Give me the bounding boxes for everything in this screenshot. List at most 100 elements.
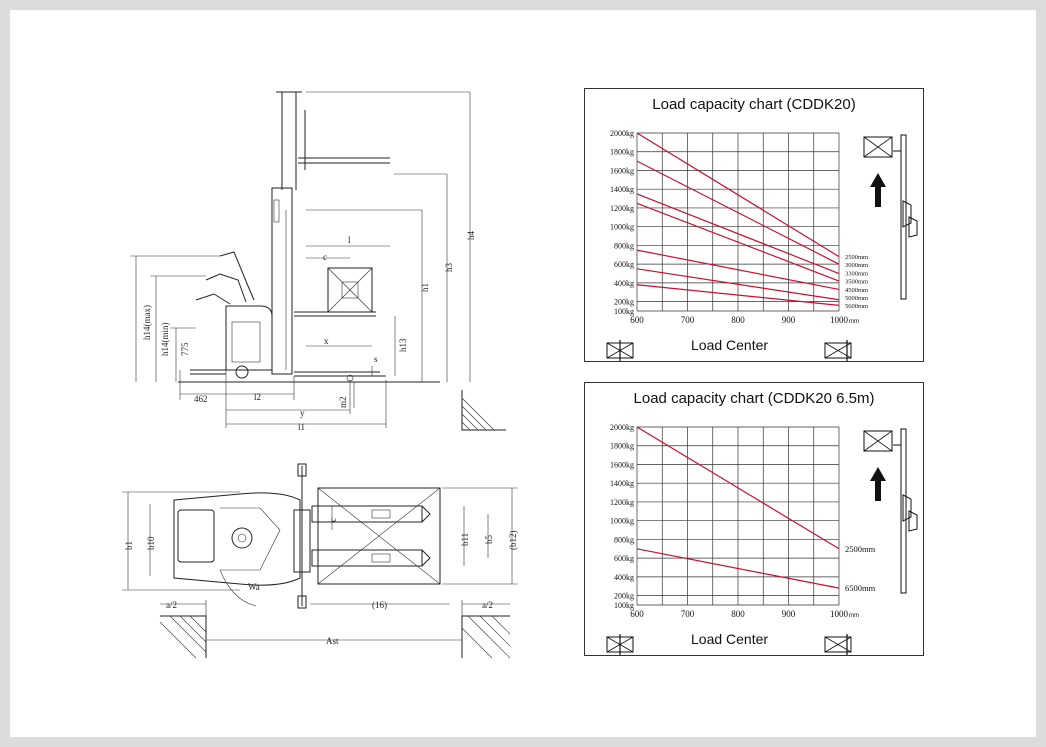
y-tick-label: 1400kg bbox=[610, 479, 634, 488]
x-tick-label: 800 bbox=[731, 609, 745, 619]
dim-l: l bbox=[348, 235, 351, 245]
dim-h1: h1 bbox=[420, 283, 430, 292]
y-tick-label: 600kg bbox=[614, 554, 634, 563]
y-tick-label: 600kg bbox=[614, 260, 634, 269]
box-icon-left bbox=[606, 340, 634, 361]
dim-16: (16) bbox=[372, 600, 387, 610]
x-tick-label: 1000 bbox=[830, 609, 849, 619]
dim-b11: b11 bbox=[460, 533, 470, 546]
chart-1-title: Load capacity chart (CDDK20) bbox=[652, 96, 856, 113]
dim-l2: l2 bbox=[254, 392, 261, 402]
y-tick-label: 800kg bbox=[614, 535, 634, 544]
dim-h3: h3 bbox=[444, 263, 454, 273]
series-line bbox=[636, 132, 840, 258]
y-tick-label: 1200kg bbox=[610, 204, 634, 213]
y-tick-label: 200kg bbox=[614, 592, 634, 601]
y-tick-label: 1200kg bbox=[610, 498, 634, 507]
dim-b1: b1 bbox=[124, 541, 134, 550]
dim-c: c bbox=[323, 252, 327, 262]
series-label: 6500mm bbox=[845, 583, 876, 593]
y-tick-label: 1600kg bbox=[610, 460, 634, 469]
dim-h14max: h14(max) bbox=[142, 305, 152, 340]
dim-b12: (b12) bbox=[508, 531, 518, 551]
box-icon-right bbox=[824, 340, 852, 361]
mast-outer bbox=[271, 187, 293, 375]
dim-x: x bbox=[324, 336, 329, 346]
series-label: 2500mm bbox=[845, 254, 868, 261]
y-tick-label: 1600kg bbox=[610, 166, 634, 175]
x-unit-label: mm bbox=[849, 319, 859, 325]
dim-775: 775 bbox=[180, 342, 190, 356]
box-icon-left bbox=[606, 634, 634, 655]
y-tick-label: 2000kg bbox=[610, 423, 634, 432]
y-tick-label: 1800kg bbox=[610, 442, 634, 451]
dim-m2: m2 bbox=[338, 396, 348, 408]
dim-h14min: h14(min) bbox=[160, 323, 170, 357]
y-tick-label: 100kg bbox=[614, 307, 634, 316]
mast-load-icon bbox=[863, 134, 918, 300]
dim-y: y bbox=[300, 408, 305, 418]
chart-2-title: Load capacity chart (CDDK20 6.5m) bbox=[633, 390, 875, 407]
mast-load-icon bbox=[863, 428, 918, 594]
series-line bbox=[636, 426, 840, 550]
series-label: 5000mm bbox=[845, 295, 868, 302]
y-tick-label: 800kg bbox=[614, 241, 634, 250]
x-unit-label: mm bbox=[849, 613, 859, 619]
y-tick-label: 2000kg bbox=[610, 129, 634, 138]
series-label: 3500mm bbox=[845, 279, 868, 286]
x-tick-label: 700 bbox=[681, 609, 695, 619]
series-line bbox=[636, 193, 840, 275]
series-label: 2500mm bbox=[845, 544, 876, 554]
series-line bbox=[636, 249, 840, 291]
truck-body-top bbox=[173, 492, 301, 586]
dim-h13: h13 bbox=[398, 338, 408, 352]
side-view: h14(max) h14(min) 775 h1 h3 h4 h13 s l c… bbox=[130, 91, 506, 432]
y-tick-label: 1400kg bbox=[610, 185, 634, 194]
series-label: 3000mm bbox=[845, 262, 868, 269]
y-tick-label: 1000kg bbox=[610, 223, 634, 232]
dim-c-top: c bbox=[328, 518, 338, 522]
series-line bbox=[636, 268, 840, 301]
x-tick-label: 1000 bbox=[830, 315, 849, 325]
x-tick-label: 900 bbox=[782, 609, 796, 619]
series-line bbox=[636, 284, 840, 306]
y-tick-label: 400kg bbox=[614, 573, 634, 582]
y-tick-label: 200kg bbox=[614, 298, 634, 307]
series-line bbox=[636, 548, 840, 589]
x-tick-label: 600 bbox=[630, 609, 644, 619]
top-view: b1 b10 c b11 b5 (b12) Wa a/2 (16) a/2 As… bbox=[122, 463, 518, 659]
y-tick-label: 400kg bbox=[614, 279, 634, 288]
drawing-sheet: h14(max) h14(min) 775 h1 h3 h4 h13 s l c… bbox=[10, 10, 1036, 737]
dim-h4: h4 bbox=[466, 231, 476, 241]
technical-drawing: h14(max) h14(min) 775 h1 h3 h4 h13 s l c… bbox=[122, 91, 518, 659]
chart-2-xlabel: Load Center bbox=[691, 631, 769, 647]
lift-arrow-icon bbox=[870, 467, 886, 501]
x-tick-label: 800 bbox=[731, 315, 745, 325]
x-tick-label: 900 bbox=[782, 315, 796, 325]
dim-ast: Ast bbox=[326, 636, 339, 646]
truck-body bbox=[225, 305, 273, 371]
series-label: 4500mm bbox=[845, 287, 868, 294]
series-label: 3300mm bbox=[845, 270, 868, 277]
dim-l1: l1 bbox=[298, 422, 305, 432]
box-icon-right bbox=[824, 634, 852, 655]
tiller-upper bbox=[219, 251, 255, 301]
dim-462: 462 bbox=[194, 394, 208, 404]
dim-a2-right: a/2 bbox=[482, 600, 493, 610]
series-label: 5600mm bbox=[845, 303, 868, 310]
chart-1-xlabel: Load Center bbox=[691, 337, 769, 353]
y-tick-label: 1800kg bbox=[610, 148, 634, 157]
y-tick-label: 100kg bbox=[614, 601, 634, 610]
series-line bbox=[636, 160, 840, 265]
dim-a2-left: a/2 bbox=[166, 600, 177, 610]
dim-wa: Wa bbox=[248, 582, 260, 592]
x-tick-label: 700 bbox=[681, 315, 695, 325]
y-tick-label: 1000kg bbox=[610, 517, 634, 526]
x-tick-label: 600 bbox=[630, 315, 644, 325]
dim-b5: b5 bbox=[484, 535, 494, 545]
dim-s: s bbox=[374, 354, 378, 364]
